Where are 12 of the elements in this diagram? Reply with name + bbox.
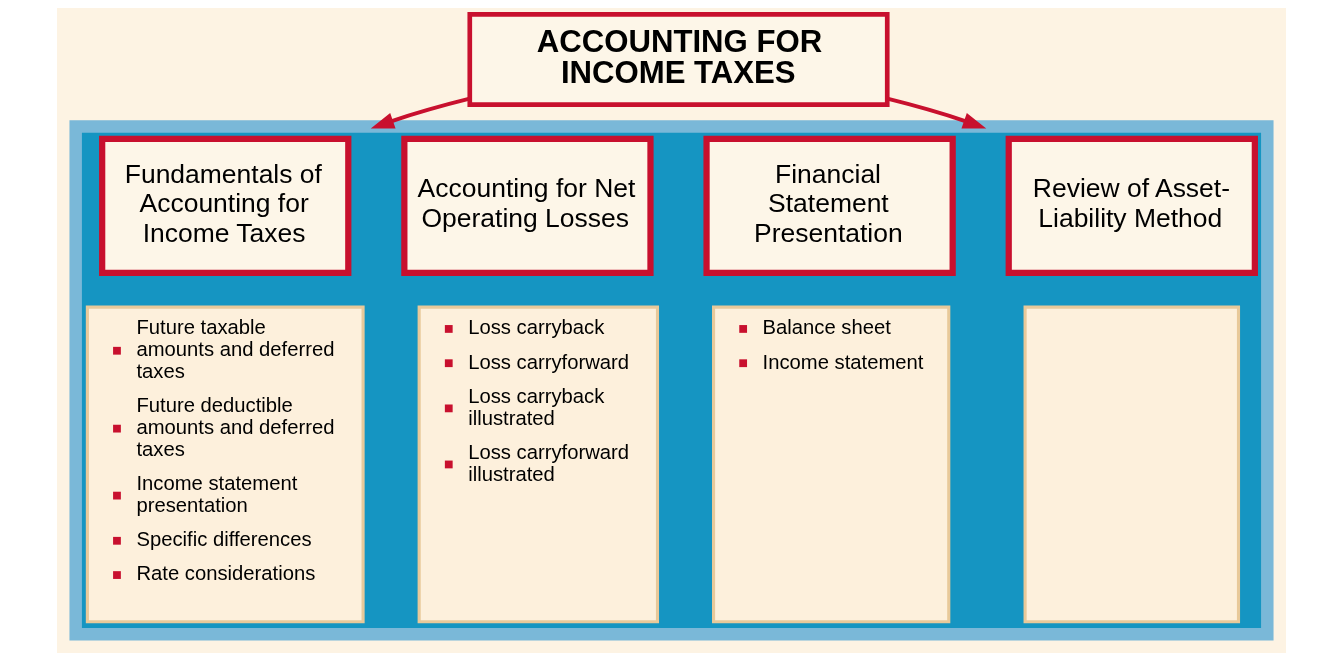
node-box — [1023, 305, 1240, 624]
node-box: Future taxable amounts and deferred taxes Future deductible amounts and deferred taxes Income statement presentation Specific differences Rate considerations — [85, 305, 365, 624]
node-box: Financial Statement Presentation — [702, 135, 956, 276]
node-box: Loss carryback Loss carryforward Loss carryback illustrated Loss carryforward illustrated — [417, 305, 659, 624]
node-box: Accounting for Net Operating Losses — [400, 135, 654, 276]
node-box: ACCOUNTING FOR INCOME TAXES — [466, 11, 890, 107]
node-box: Balance sheet Income statement — [711, 305, 950, 624]
arrow — [370, 96, 470, 129]
node-box: Review of Asset-Liability Method — [1005, 135, 1258, 276]
node-box: Fundamentals of Accounting for Income Taxes — [98, 135, 351, 276]
arrow — [886, 96, 986, 129]
cluster — [68, 120, 1274, 641]
